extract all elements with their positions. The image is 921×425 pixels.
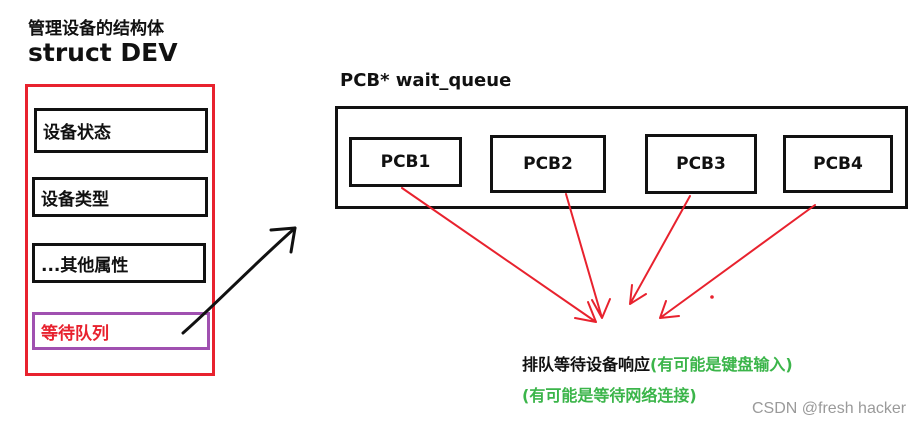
struct-description-title: 管理设备的结构体 (28, 19, 164, 39)
wait-queue-box (335, 106, 908, 209)
wait-queue-label: PCB* wait_queue (340, 70, 512, 91)
device-struct-box (25, 84, 215, 376)
watermark: CSDN @fresh hacker (752, 400, 907, 417)
field-other-attributes: ...其他属性 (32, 243, 206, 283)
pointer-arrow-shaft (181, 226, 297, 335)
queue-caption-main: 排队等待设备响应 (522, 355, 651, 374)
arrow-pcb2-to-queue (565, 193, 611, 319)
pointer-arrow (181, 226, 297, 335)
pcb-node-2: PCB2 (490, 135, 606, 193)
field-device-status: 设备状态 (34, 108, 208, 153)
red-arrows (401, 187, 816, 323)
stray-dot (710, 295, 714, 299)
arrow-pcb4-to-queue (659, 204, 816, 319)
arrow-pcb3-to-queue (629, 195, 691, 305)
field-wait-queue: 等待队列 (32, 312, 210, 350)
queue-caption-line-1: 排队等待设备响应(有可能是键盘输入) (522, 351, 793, 375)
pcb-node-1: PCB1 (349, 137, 462, 187)
field-device-type: 设备类型 (32, 177, 208, 217)
pointer-arrow-head (269, 226, 297, 254)
arrow-pcb1-to-queue (401, 187, 597, 323)
struct-name-label: struct DEV (28, 38, 178, 67)
pcb-node-3: PCB3 (645, 134, 757, 194)
queue-caption-example-keyboard: (有可能是键盘输入) (650, 355, 793, 374)
queue-caption-example-network: (有可能是等待网络连接) (522, 386, 697, 405)
pcb-node-4: PCB4 (783, 135, 893, 193)
